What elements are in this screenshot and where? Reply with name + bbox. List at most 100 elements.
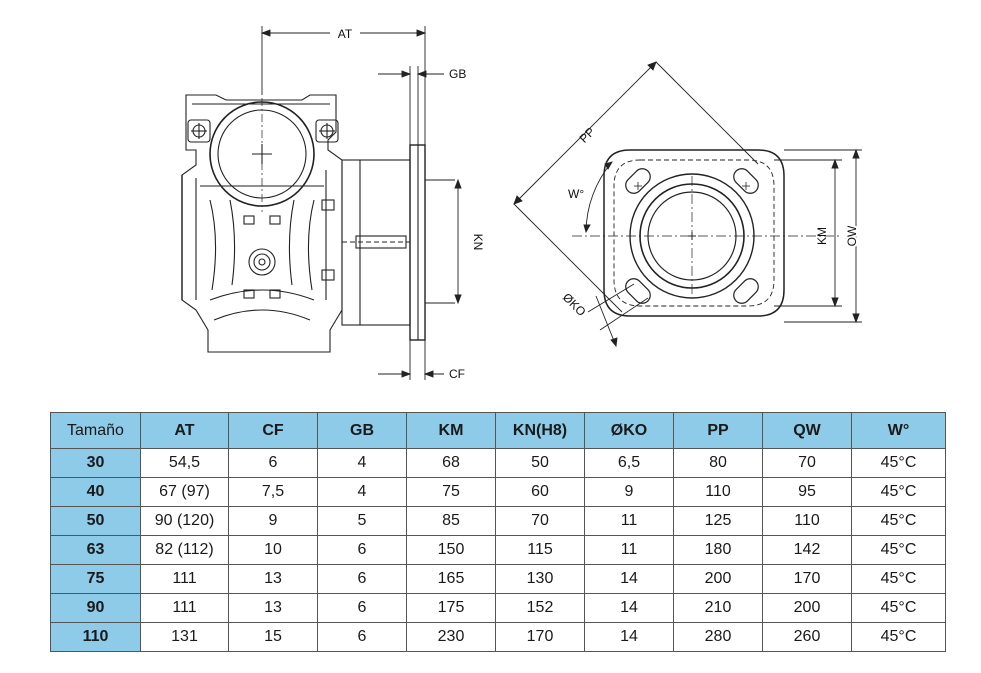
table-cell: 6 (317, 622, 407, 652)
label-ko: ØKO (560, 290, 589, 319)
header-km: KM (406, 412, 496, 449)
dimension-cf (378, 340, 444, 380)
table-cell: 45°C (851, 477, 946, 507)
label-pp: PP (577, 125, 598, 146)
table-cell-size: 75 (50, 564, 141, 594)
dimension-w (583, 161, 613, 234)
header-ko: ØKO (584, 412, 674, 449)
table-cell: 14 (584, 622, 674, 652)
label-w: W° (568, 187, 584, 201)
table-cell: 6 (317, 535, 407, 565)
table-cell-size: 40 (50, 477, 141, 507)
table-cell: 6 (317, 593, 407, 623)
dimension-pp (513, 61, 759, 313)
table-cell: 200 (762, 593, 852, 623)
dimensions-table: Tamaño AT CF GB KM KN(H8) ØKO PP QW W° 3… (50, 412, 946, 652)
header-w: W° (851, 412, 946, 449)
table-cell: 4 (317, 477, 407, 507)
table-cell: 13 (228, 564, 318, 594)
dimension-at (260, 26, 427, 145)
table-cell-size: 110 (50, 622, 141, 652)
table-cell-size: 50 (50, 506, 141, 536)
dimension-gb (378, 66, 444, 145)
table-cell: 10 (228, 535, 318, 565)
table-cell: 131 (140, 622, 229, 652)
table-cell: 175 (406, 593, 496, 623)
label-km: KM (815, 227, 829, 245)
table-cell: 60 (495, 477, 585, 507)
header-pp: PP (673, 412, 763, 449)
table-cell: 9 (228, 506, 318, 536)
table-cell: 130 (495, 564, 585, 594)
table-cell: 230 (406, 622, 496, 652)
table-cell: 150 (406, 535, 496, 565)
table-cell: 45°C (851, 564, 946, 594)
table-cell: 110 (762, 506, 852, 536)
technical-drawing: AT GB KN CF (181, 26, 862, 381)
table-cell: 70 (495, 506, 585, 536)
label-gb: GB (449, 67, 466, 81)
table-cell: 80 (673, 448, 763, 478)
header-kn: KN(H8) (495, 412, 585, 449)
flange-front-view (572, 149, 840, 317)
table-cell: 14 (584, 593, 674, 623)
table-cell: 142 (762, 535, 852, 565)
table-cell: 170 (762, 564, 852, 594)
table-cell: 14 (584, 564, 674, 594)
header-at: AT (140, 412, 229, 449)
table-header-row: Tamaño AT CF GB KM KN(H8) ØKO PP QW W° (50, 412, 946, 449)
table-cell: 75 (406, 477, 496, 507)
header-gb: GB (317, 412, 407, 449)
table-cell: 68 (406, 448, 496, 478)
table-cell: 115 (495, 535, 585, 565)
label-cf: CF (449, 367, 465, 381)
gearbox-side-view (181, 94, 455, 353)
table-cell: 45°C (851, 448, 946, 478)
table-cell: 11 (584, 506, 674, 536)
table-cell: 6,5 (584, 448, 674, 478)
table-cell: 111 (140, 593, 229, 623)
label-ow: OW (845, 225, 859, 246)
table-cell: 125 (673, 506, 763, 536)
label-at: AT (338, 27, 353, 41)
header-qw: QW (762, 412, 852, 449)
table-cell: 90 (120) (140, 506, 229, 536)
table-cell: 50 (495, 448, 585, 478)
header-tamano: Tamaño (50, 412, 141, 449)
table-cell: 45°C (851, 593, 946, 623)
table-cell: 82 (112) (140, 535, 229, 565)
table-cell: 95 (762, 477, 852, 507)
table-cell: 180 (673, 535, 763, 565)
table-cell-size: 30 (50, 448, 141, 478)
table-cell: 6 (228, 448, 318, 478)
table-cell: 165 (406, 564, 496, 594)
dimension-kn (454, 178, 462, 305)
table-cell: 6 (317, 564, 407, 594)
table-cell: 110 (673, 477, 763, 507)
dimension-ko (587, 283, 649, 348)
table-cell: 260 (762, 622, 852, 652)
table-cell: 15 (228, 622, 318, 652)
table-cell-size: 63 (50, 535, 141, 565)
table-cell: 280 (673, 622, 763, 652)
table-cell: 67 (97) (140, 477, 229, 507)
dimension-ow (784, 148, 862, 324)
table-cell: 152 (495, 593, 585, 623)
table-cell: 9 (584, 477, 674, 507)
table-cell-size: 90 (50, 593, 141, 623)
table-cell: 111 (140, 564, 229, 594)
table-cell: 210 (673, 593, 763, 623)
table-cell: 85 (406, 506, 496, 536)
table-cell: 13 (228, 593, 318, 623)
table-cell: 5 (317, 506, 407, 536)
table-cell: 70 (762, 448, 852, 478)
table-cell: 45°C (851, 622, 946, 652)
dimension-km (774, 158, 842, 308)
table-cell: 11 (584, 535, 674, 565)
